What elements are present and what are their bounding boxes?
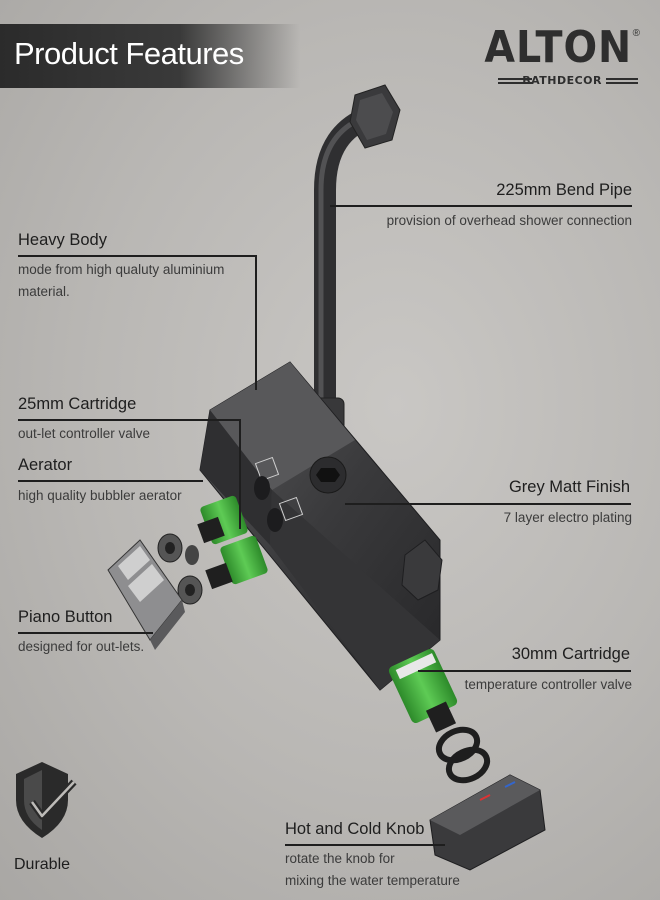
- callout-line-knob: [285, 844, 445, 846]
- feature-aerator-title: Aerator: [18, 456, 73, 474]
- brand-divider-left-2: [498, 82, 532, 84]
- feature-piano-button-desc: designed for out-lets.: [18, 639, 145, 654]
- aerator-parts: [157, 533, 203, 605]
- callout-line-heavy-body: [18, 255, 256, 257]
- feature-piano-button-title: Piano Button: [18, 608, 113, 626]
- callout-line-grey-finish: [345, 503, 631, 505]
- brand-divider-right-2: [606, 82, 638, 84]
- callout-line-cartridge-25-vertical: [239, 419, 241, 529]
- callout-line-aerator: [18, 480, 203, 482]
- feature-bend-pipe-title: 225mm Bend Pipe: [496, 181, 632, 199]
- cartridge-30mm: [388, 648, 458, 733]
- callout-line-cartridge-30: [418, 670, 631, 672]
- feature-heavy-body-title: Heavy Body: [18, 231, 107, 249]
- hot-cold-knob: [429, 774, 546, 871]
- callout-line-bend-pipe: [330, 205, 632, 207]
- callout-line-piano-button: [18, 632, 153, 634]
- o-rings: [435, 726, 491, 784]
- brand-name: ALTON: [484, 22, 632, 73]
- feature-heavy-body-desc: mode from high qualuty aluminium materia…: [18, 262, 225, 299]
- feature-bend-pipe-desc: provision of overhead shower connection: [386, 213, 632, 228]
- header-banner: [0, 24, 300, 88]
- feature-cartridge-30-desc: temperature controller valve: [464, 677, 632, 692]
- brand-registered-mark: ®: [632, 28, 640, 39]
- feature-cartridge-25-desc: out-let controller valve: [18, 426, 151, 441]
- feature-grey-finish-desc: 7 layer electro plating: [503, 510, 632, 525]
- callout-line-cartridge-25: [18, 419, 240, 421]
- piano-button: [107, 539, 185, 650]
- feature-cartridge-30-title: 30mm Cartridge: [511, 645, 630, 663]
- faucet-body: [199, 361, 443, 691]
- page-title: Product Features: [14, 36, 244, 71]
- feature-knob-title: Hot and Cold Knob: [285, 820, 425, 838]
- feature-cartridge-25-title: 25mm Cartridge: [18, 395, 137, 413]
- brand-divider-left: [498, 78, 532, 80]
- feature-knob-desc-line2: mixing the water temperature: [285, 873, 460, 888]
- callout-line-heavy-body-vertical: [255, 255, 257, 390]
- feature-grey-finish-title: Grey Matt Finish: [508, 478, 630, 496]
- brand-logo: ALTON ® BATHDECOR: [484, 22, 640, 92]
- brand-divider-right: [606, 78, 638, 80]
- feature-aerator-desc: high quality bubbler aerator: [18, 488, 182, 503]
- feature-knob-desc-line1: rotate the knob for: [285, 851, 395, 866]
- bend-pipe: [307, 84, 401, 443]
- cartridge-25mm: [197, 495, 268, 590]
- shield-check-icon: [16, 762, 77, 838]
- durable-label: Durable: [14, 856, 71, 873]
- brand-subtitle: BATHDECOR: [522, 74, 602, 87]
